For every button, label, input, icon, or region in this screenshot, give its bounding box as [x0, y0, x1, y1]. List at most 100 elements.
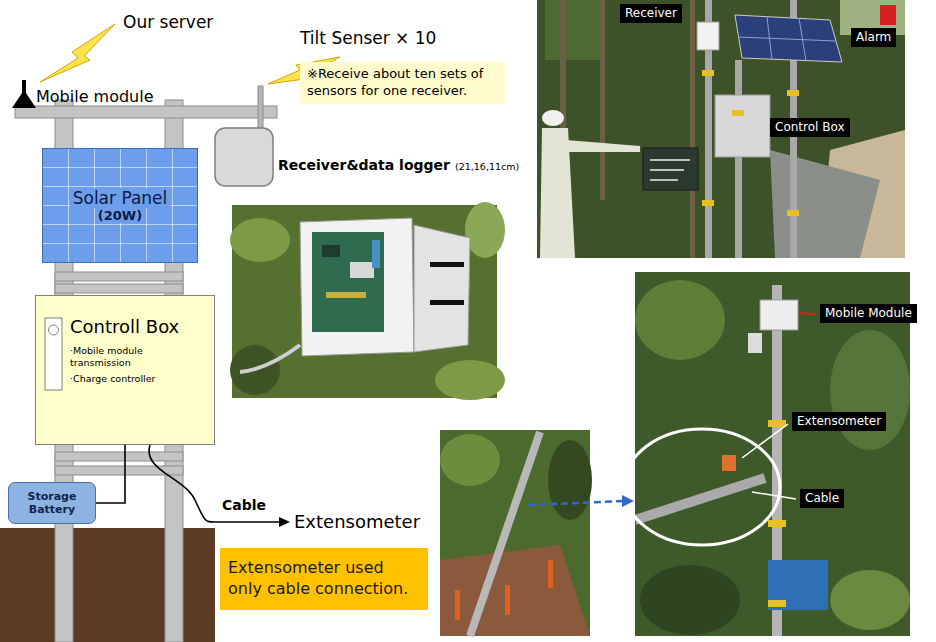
photo-pole-detail-part: [635, 478, 765, 520]
photo-control-box-open-part: [240, 345, 300, 372]
photo-pole-detail-part: [768, 600, 786, 607]
photo-tag: Alarm: [851, 28, 896, 47]
photo-tag: Receiver: [620, 4, 682, 23]
label-text: Extensometer: [294, 511, 420, 532]
photo-tag: Control Box: [770, 118, 850, 137]
photo-station-part: [537, 0, 905, 258]
photo-station-part: [735, 60, 742, 258]
cable-connector: [96, 445, 125, 503]
label-text: Mobile module: [36, 87, 154, 106]
photo-station-part: [735, 15, 842, 62]
photo-extensometer-pipe-part: [548, 440, 592, 520]
receiver-box-part: [258, 86, 263, 130]
photo-control-box-open-part: [350, 262, 374, 278]
node-text: Storage Battery: [13, 490, 91, 516]
storage-battery: Storage Battery: [8, 482, 96, 524]
photo-extensometer-pipe-part: [548, 560, 553, 588]
photo-control-box-open-part: [435, 360, 505, 400]
label-text: Tilt Senser × 10: [300, 28, 436, 48]
photo-pole-detail-part: [635, 272, 910, 636]
label-text: Our server: [123, 12, 213, 32]
photo-station-part: [732, 110, 744, 116]
node-text: ·Mobile module transmission: [70, 345, 180, 370]
cable-wire-part: [149, 445, 280, 522]
photo-station-part: [702, 70, 714, 76]
control-box: Controll Box ·Mobile module transmission ·…: [35, 295, 215, 445]
photo-pole-detail: [624, 272, 910, 636]
photo-tag: Mobile Module: [820, 304, 917, 323]
photo-extensometer-pipe: [440, 430, 592, 636]
node-text: Extensometer used only cable connection.: [228, 558, 420, 600]
receiver-box: [215, 86, 273, 186]
photo-extensometer-pipe-part: [440, 545, 590, 636]
photo-pole-detail-part: [722, 455, 736, 471]
photo-pole-detail-part: [742, 424, 788, 458]
photo-control-box-open-part: [430, 262, 464, 267]
photo-tag: Cable: [800, 489, 844, 508]
photo-station: [537, 0, 905, 258]
node-text: Control Box: [775, 120, 845, 135]
control-box-housing-part: [35, 295, 215, 445]
photo-station-part: [697, 22, 719, 50]
pole-part: [55, 272, 183, 281]
receiver-box-part: [215, 128, 273, 186]
control-box-housing: [35, 295, 215, 445]
photo-pole-detail-part: [800, 313, 816, 314]
photo-station-part: [787, 90, 799, 96]
pole-part: [55, 452, 183, 461]
node-text: Extensometer: [797, 414, 881, 429]
photo-control-box-open-part: [230, 218, 290, 262]
photo-pole-detail-part: [830, 330, 910, 450]
cable-wire-part: [279, 517, 290, 527]
photo-station-part: [643, 148, 698, 190]
photo-pole-detail-part: [768, 420, 786, 427]
photo-station-part: [545, 0, 605, 60]
photo-control-box-open-part: [326, 292, 366, 298]
photo-pole-detail-part: [748, 333, 762, 353]
photo-control-box-open-part: [312, 232, 384, 332]
photo-station-part: [715, 95, 770, 157]
photo-station-part: [690, 0, 695, 258]
photo-extensometer-pipe-part: [505, 585, 510, 615]
photo-pole-detail-part: [635, 280, 725, 360]
node-text: Cable: [805, 491, 839, 506]
photo-station-part: [880, 5, 896, 25]
photo-station-part: [650, 160, 690, 180]
antenna-part: [12, 90, 36, 108]
photo-control-box-open-part: [372, 240, 380, 268]
photo-pole-detail-part: [640, 565, 740, 635]
photo-station-part: [787, 210, 799, 216]
photo-control-box-open-part: [430, 300, 464, 305]
node-text: ·Charge controller: [70, 373, 180, 385]
cable-wire: [149, 445, 290, 527]
dashed-arrow: [528, 495, 634, 507]
photo-control-box-open: [230, 202, 505, 400]
node-text: Alarm: [856, 30, 891, 45]
node-text: Receiver: [625, 6, 677, 21]
note-box: Extensometer used only cable connection.: [220, 548, 428, 610]
photo-control-box-open-part: [465, 202, 505, 258]
node-text: Mobile Module: [825, 306, 912, 321]
photo-pole-detail-part: [760, 300, 798, 330]
dashed-arrow-part: [528, 501, 624, 505]
photo-station-part: [738, 17, 836, 61]
node-text: Solar Panel: [70, 188, 171, 208]
label-text: Receiver&data logger: [278, 157, 450, 173]
photo-station-part: [542, 110, 564, 126]
photo-station-part: [566, 140, 640, 152]
lightning-bolt: [40, 24, 340, 84]
photo-control-box-open-part: [414, 225, 470, 352]
node-text: ※Receive about ten sets of sensors for o…: [307, 66, 498, 100]
dashed-arrow-part: [622, 495, 634, 507]
control-box-housing-part: [49, 325, 59, 335]
label-text: (21,16,11cm): [455, 161, 519, 172]
photo-pole-detail-part: [752, 492, 796, 499]
label-text: Cable: [222, 497, 266, 513]
photo-extensometer-pipe-part: [470, 432, 540, 636]
node-text: (20W): [95, 208, 145, 223]
photo-pole-detail-part: [768, 520, 786, 527]
node-text: Controll Box: [70, 316, 206, 337]
photo-station-part: [770, 150, 880, 258]
